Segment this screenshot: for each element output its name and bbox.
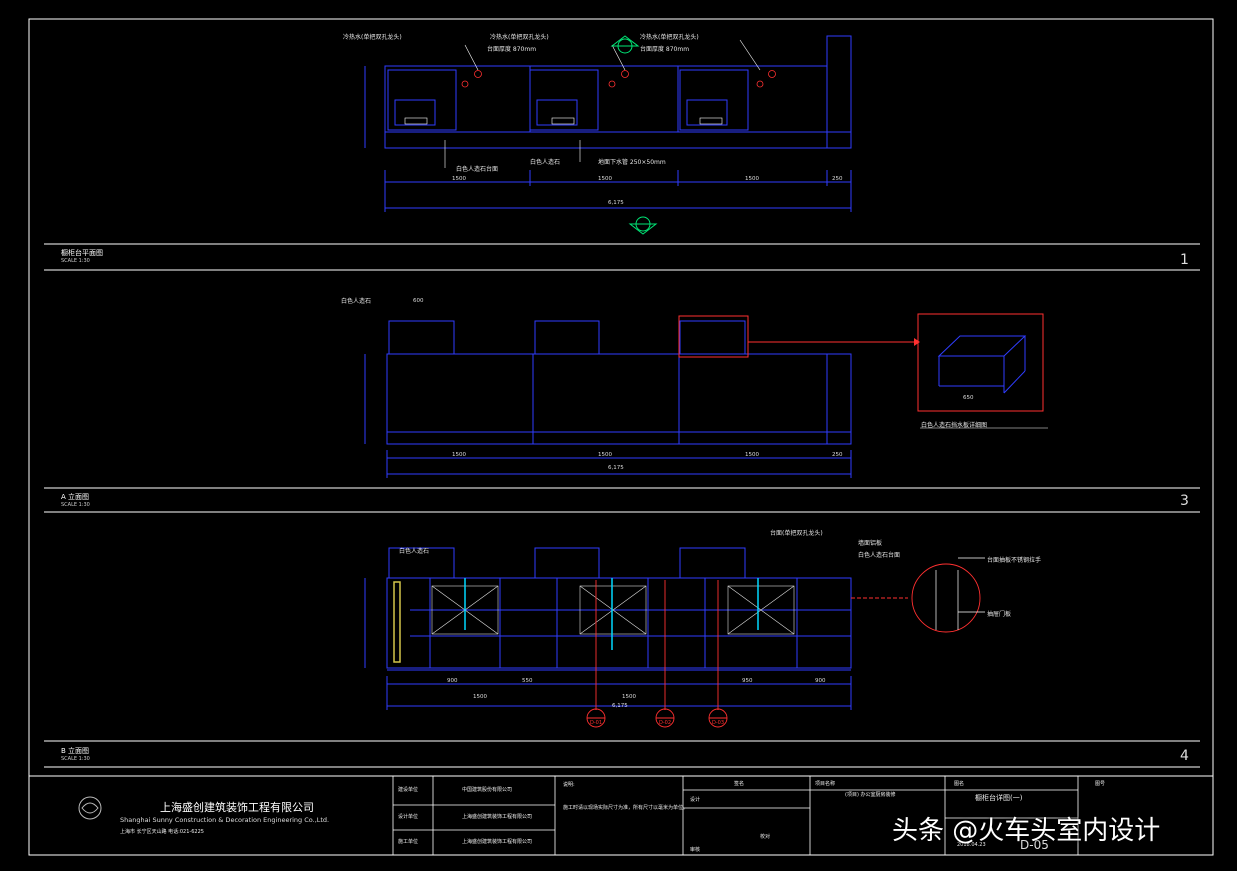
tb-project-name: (项目) 办公室厨房装修 — [845, 792, 896, 798]
tb-row-label-3: 施工单位 — [398, 839, 419, 845]
plan-dim-seg-3: 1500 — [745, 176, 759, 182]
tb-sign-col-1: 设计 — [690, 797, 701, 803]
plan-note-1: 冷热水(单把双孔龙头) — [343, 34, 402, 41]
sheet-border — [28, 18, 1214, 856]
plan-note-8: 地面下水管 250×50mm — [598, 159, 666, 166]
tb-drawing-title-head: 图名 — [954, 781, 965, 787]
tb-sign-col-2: 校对 — [760, 834, 771, 840]
title-block — [28, 775, 1214, 856]
elev-a-dim-seg-4: 250 — [832, 452, 843, 458]
section-tag-1: D-01 — [590, 720, 603, 726]
plan-note-2: 冷热水(单把双孔龙头) — [490, 34, 549, 41]
plan-note-6: 白色人造石台面 — [456, 166, 499, 173]
section-tag-3: D-03 — [712, 720, 725, 726]
company-name-cn: 上海盛创建筑装饰工程有限公司 — [160, 801, 314, 814]
elev-b-dim-seg-4: 1500 — [622, 694, 636, 700]
tb-notes: 施工时请以现场实际尺寸为准，所有尺寸以毫米为单位。 — [563, 805, 689, 811]
elev-b-dim-seg-1: 900 — [447, 678, 458, 684]
section-marker-b — [610, 35, 658, 235]
view-title-plan: 橱柜台平面图 — [61, 249, 103, 257]
tb-drawing-number: D-05 — [1020, 838, 1049, 852]
company-name-en: Shanghai Sunny Construction & Decoration… — [120, 816, 330, 824]
tb-row-label-1: 建设单位 — [398, 787, 419, 793]
elev-b-dim-seg-2: 1500 — [473, 694, 487, 700]
plan-note-3: 台面厚度 870mm — [487, 46, 537, 53]
elev-b-dim-seg-3: 550 — [522, 678, 533, 684]
elev-a-note: 白色人造石 — [341, 298, 372, 305]
tb-project-head: 项目名称 — [815, 781, 836, 787]
watermark-text: 头条 @火车头室内设计 — [892, 816, 1161, 846]
plan-dim-seg-1: 1500 — [452, 176, 466, 182]
elev-b-note-r1: 台面(单把双孔龙头) — [770, 530, 823, 537]
view-title-elev-b: B 立面图 — [61, 747, 90, 755]
tb-row-value-1: 中国建筑股份有限公司 — [462, 787, 513, 793]
elev-a-dim-seg-2: 1500 — [598, 452, 612, 458]
elev-a-dim-600: 600 — [413, 298, 424, 304]
view-number-elev-a: 3 — [1180, 493, 1189, 509]
plan-note-4: 冷热水(单把双孔龙头) — [640, 34, 699, 41]
elevation-a-view — [364, 320, 852, 478]
elev-b-dim-total: 6,175 — [612, 703, 628, 709]
elev-b-note: 白色人造石 — [399, 548, 430, 555]
tb-drawing-title: 橱柜台详图(一) — [975, 794, 1023, 802]
tb-sign-head: 签名 — [734, 781, 745, 787]
plan-dim-seg-4: 250 — [832, 176, 843, 182]
view-scale-elev-b: SCALE 1:30 — [61, 756, 90, 762]
elev-b-note-r3: 白色人造石台面 — [858, 552, 901, 559]
tb-notes-head: 说明: — [563, 782, 575, 788]
tb-date: 2018.04.23 — [957, 842, 986, 848]
tb-row-label-2: 设计单位 — [398, 814, 419, 820]
plan-note-7: 白色人造石 — [530, 159, 561, 166]
detail-callout-a — [678, 313, 1048, 429]
elev-b-dim-seg-5: 950 — [742, 678, 753, 684]
plan-dim-total: 6,175 — [608, 200, 624, 206]
elev-b-note-r2: 墙面铝板 — [858, 540, 883, 547]
tb-row-value-3: 上海盛创建筑装饰工程有限公司 — [462, 839, 533, 845]
plan-dim-seg-2: 1500 — [598, 176, 612, 182]
elev-b-detail-note-2: 抽屉门板 — [987, 611, 1012, 618]
tb-sheet-head: 图号 — [1095, 781, 1106, 787]
elev-a-dim-total: 6,175 — [608, 465, 624, 471]
elev-a-dim-seg-3: 1500 — [745, 452, 759, 458]
tb-row-value-2: 上海盛创建筑装饰工程有限公司 — [462, 814, 533, 820]
plan-view — [364, 35, 852, 212]
view-scale-plan: SCALE 1:30 — [61, 258, 90, 264]
view-title-elev-a: A 立面图 — [61, 493, 90, 501]
view-number-plan: 1 — [1180, 252, 1189, 268]
company-logo — [78, 796, 102, 820]
elev-a-detail-caption: 白色人造石挡水板详细图 — [921, 422, 988, 429]
elev-b-detail-note-1: 台面抽板不锈钢拉手 — [987, 557, 1042, 564]
view-scale-elev-a: SCALE 1:30 — [61, 502, 90, 508]
view-number-elev-b: 4 — [1180, 748, 1189, 764]
tb-sign-col-3: 审核 — [690, 847, 701, 853]
elevation-b-view — [364, 547, 852, 710]
company-address: 上海市 长宁区天山路 电话:021-6225 — [120, 829, 204, 835]
elev-b-dim-seg-6: 900 — [815, 678, 826, 684]
elev-a-dim-seg-1: 1500 — [452, 452, 466, 458]
section-tag-2: D-02 — [659, 720, 672, 726]
elev-a-detail-dim: 650 — [963, 395, 974, 401]
plan-note-5: 台面厚度 870mm — [640, 46, 690, 53]
section-tags-b — [586, 563, 981, 728]
